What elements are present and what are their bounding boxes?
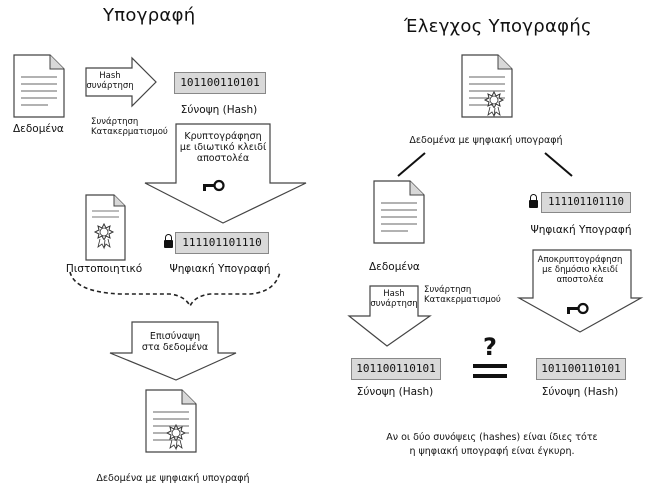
- right-signed-document-icon: [461, 54, 513, 118]
- left-hash-arrow: [85, 56, 157, 108]
- right-title: Έλεγχος Υπογραφής: [404, 16, 592, 37]
- right-hash-arrow: [347, 285, 432, 347]
- conclusion-text: Αν οι δύο συνόψεις (hashes) είναι ίδιες …: [386, 432, 598, 457]
- left-title: Υπογραφή: [103, 5, 196, 26]
- right-signed-data-caption: Δεδομένα με ψηφιακή υπογραφή: [409, 135, 563, 146]
- right-hash-caption-b: Σύνοψη (Hash): [541, 386, 619, 398]
- left-data-document-icon: [13, 54, 65, 118]
- branch-right: [544, 152, 573, 177]
- left-certificate-caption: Πιστοποιητικό: [65, 263, 143, 275]
- left-attach-arrow: [109, 321, 237, 381]
- right-hash-function-label: Συνάρτηση Κατακερματισμού: [424, 285, 501, 305]
- left-data-label: Δεδομένα: [13, 123, 64, 135]
- right-signature-value: 111101101110: [541, 192, 631, 213]
- right-decrypt-arrow: [516, 249, 644, 333]
- right-hash-value-a: 101100110101: [351, 358, 441, 380]
- merge-brace: [69, 271, 281, 308]
- right-hash-box-label: Hash συνάρτηση: [370, 289, 418, 309]
- left-hash-box-label: Hash συνάρτηση: [86, 71, 134, 91]
- left-hash-caption: Σύνοψη (Hash): [180, 104, 258, 116]
- left-signed-document-icon: [145, 389, 197, 453]
- left-signature-caption: Ψηφιακή Υπογραφή: [169, 263, 271, 275]
- left-certificate-icon: [85, 194, 126, 261]
- left-lock-icon: [164, 234, 173, 248]
- right-data-label: Δεδομένα: [369, 261, 420, 273]
- left-hash-function-label: Συνάρτηση Κατακερματισμού: [91, 117, 168, 137]
- right-hash-value-b: 101100110101: [536, 358, 626, 380]
- compare-question-mark: ?: [483, 333, 497, 361]
- right-signature-caption: Ψηφιακή Υπογραφή: [530, 224, 632, 236]
- right-data-document-icon: [373, 180, 425, 244]
- left-signature-value: 111101101110: [175, 232, 269, 254]
- right-decrypt-text: Αποκρυπτογράφηση με δημόσιο κλειδί αποστ…: [537, 255, 623, 285]
- branch-left: [397, 152, 426, 177]
- left-encrypt-text: Κρυπτογράφηση με ιδιωτικό κλειδί αποστολ…: [179, 131, 267, 164]
- left-encrypt-arrow: [144, 123, 307, 224]
- right-hash-caption-a: Σύνοψη (Hash): [356, 386, 434, 398]
- left-hash-value: 101100110101: [174, 72, 266, 94]
- right-lock-icon: [529, 194, 538, 208]
- equals-sign: [473, 364, 507, 378]
- left-final-caption: Δεδομένα με ψηφιακή υπογραφή: [96, 473, 250, 484]
- left-attach-text: Επισύναψη στα δεδομένα: [141, 331, 209, 353]
